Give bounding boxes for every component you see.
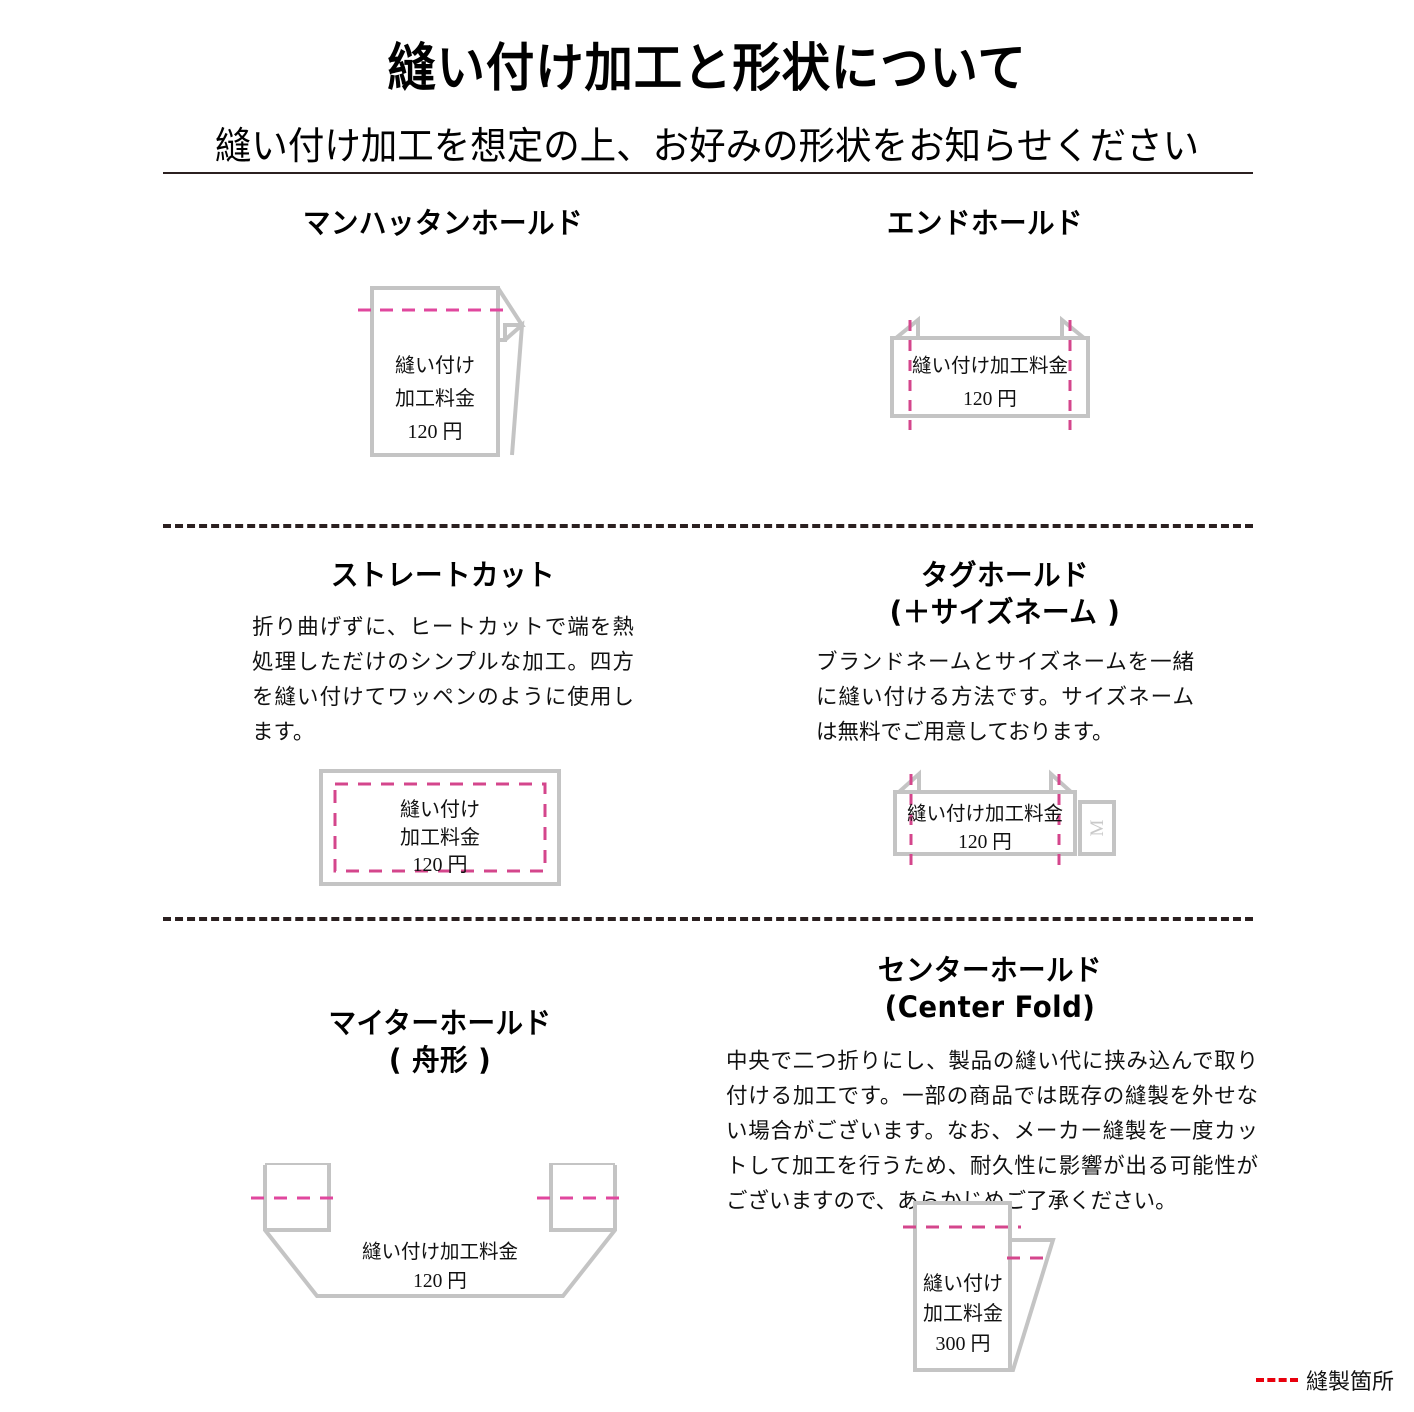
straight-cut-price-line-2: 加工料金 <box>400 826 480 849</box>
straight-cut-price-line-3: 120 円 <box>413 854 468 876</box>
section-divider-1 <box>163 524 1253 528</box>
center-fold-price-line-2: 加工料金 <box>923 1302 1003 1325</box>
end-hold-shape: 縫い付け加工料金 120 円 <box>890 315 1090 430</box>
miter-hold-shape: 縫い付け加工料金 120 円 <box>251 1163 629 1298</box>
tag-hold-size-tab <box>1078 800 1116 856</box>
tag-hold-price-line-1: 縫い付け加工料金 <box>907 803 1063 825</box>
section-center-fold: センターホールド (Center Fold) 中央で二つ折りにし、製品の縫い代に… <box>700 952 1280 1218</box>
miter-price-line-2: 120 円 <box>413 1271 467 1292</box>
manhattan-hold-shape: 縫い付け 加工料金 120 円 <box>358 286 526 457</box>
straight-cut-shape: 縫い付け 加工料金 120 円 <box>319 769 561 886</box>
center-fold-body-outline <box>913 1201 1012 1372</box>
manhattan-price-line-3: 120 円 <box>408 421 463 443</box>
diagram-center-fold: 縫い付け 加工料金 300 円 <box>885 1185 1085 1380</box>
end-hold-price-line-2: 120 円 <box>963 389 1017 410</box>
tag-hold-shape: M 縫い付け加工料金 120 円 <box>893 769 1116 870</box>
diagram-tag-hold: M 縫い付け加工料金 120 円 <box>875 762 1135 882</box>
section-title-center-fold: センターホールド (Center Fold) <box>877 953 1103 1025</box>
straight-cut-body-outline <box>319 769 561 886</box>
header-rule <box>163 172 1253 174</box>
section-miter-hold: マイターホールド ( 舟形 ) <box>215 1005 665 1079</box>
diagram-miter-hold: 縫い付け加工料金 120 円 <box>245 1150 635 1310</box>
center-fold-shape: 縫い付け 加工料金 300 円 <box>903 1201 1056 1372</box>
manhattan-flap-outline <box>496 286 526 342</box>
manhattan-flap-side <box>503 320 525 456</box>
section-end-hold: エンドホールド <box>760 205 1210 242</box>
section-manhattan-hold: マンハッタンホールド <box>213 205 673 242</box>
tag-hold-size-tab-label: M <box>1087 819 1108 836</box>
page-title: 縫い付け加工と形状について <box>387 39 1027 99</box>
diagram-manhattan-hold: 縫い付け 加工料金 120 円 <box>350 280 550 470</box>
center-fold-price-line-1: 縫い付け <box>923 1272 1003 1295</box>
manhattan-body-outline <box>370 286 500 457</box>
end-hold-body-outline <box>890 336 1090 418</box>
section-body-tag-hold: ブランドネームとサイズネームを一緒に縫い付ける方法です。サイズネームは無料でご用… <box>816 650 1194 744</box>
section-title-manhattan-hold: マンハッタンホールド <box>302 206 584 240</box>
diagram-straight-cut: 縫い付け 加工料金 120 円 <box>315 765 565 890</box>
end-hold-price-line-1: 縫い付け加工料金 <box>912 355 1068 377</box>
diagram-end-hold: 縫い付け加工料金 120 円 <box>870 310 1110 435</box>
section-body-straight-cut: 折り曲げずに、ヒートカットで端を熱処理しただけのシンプルな加工。四方を縫い付けて… <box>252 615 634 744</box>
section-title-miter-hold: マイターホールド ( 舟形 ) <box>328 1006 552 1078</box>
section-body-center-fold: 中央で二つ折りにし、製品の縫い代に挟み込んで取り付ける加工です。一部の商品では既… <box>726 1049 1258 1213</box>
manhattan-price-line-2: 加工料金 <box>395 387 475 410</box>
straight-cut-price-line-1: 縫い付け <box>400 798 480 821</box>
tag-hold-price-line-2: 120 円 <box>958 832 1012 853</box>
section-title-straight-cut: ストレートカット <box>330 558 556 592</box>
page-header: 縫い付け加工と形状について 縫い付け加工を想定の上、お好みの形状をお知らせくださ… <box>0 0 1414 170</box>
miter-price-line-1: 縫い付け加工料金 <box>362 1241 518 1263</box>
straight-cut-stitch-rect <box>333 782 547 873</box>
section-straight-cut: ストレートカット 折り曲げずに、ヒートカットで端を熱処理しただけのシンプルな加工… <box>218 557 668 749</box>
section-title-end-hold: エンドホールド <box>886 206 1084 240</box>
miter-body-outline <box>263 1165 617 1298</box>
manhattan-price-line-1: 縫い付け <box>395 354 475 377</box>
tag-hold-body-outline <box>893 790 1077 856</box>
section-title-tag-hold: タグホールド (＋サイズネーム ) <box>889 558 1121 630</box>
legend-dashed-line-icon <box>1255 1378 1298 1382</box>
miter-left-upright-edge <box>265 1165 331 1232</box>
page-subtitle: 縫い付け加工を想定の上、お好みの形状をお知らせください <box>214 126 1200 168</box>
section-tag-hold: タグホールド (＋サイズネーム ) ブランドネームとサイズネームを一緒に縫い付け… <box>780 557 1230 750</box>
legend-label: 縫製箇所 <box>1305 1369 1394 1394</box>
miter-right-upright-edge <box>549 1165 615 1232</box>
center-fold-price-line-3: 300 円 <box>936 1333 991 1355</box>
section-divider-2 <box>163 917 1253 921</box>
legend: 縫製箇所 <box>1255 1364 1394 1396</box>
